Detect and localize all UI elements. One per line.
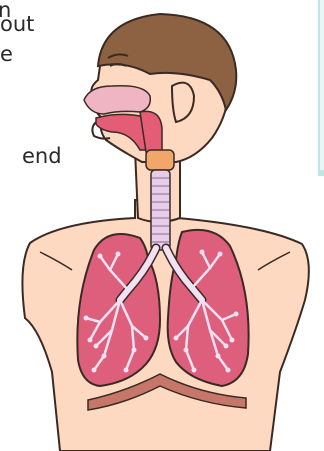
larynx — [146, 150, 174, 170]
nasal-cavity — [84, 86, 150, 114]
